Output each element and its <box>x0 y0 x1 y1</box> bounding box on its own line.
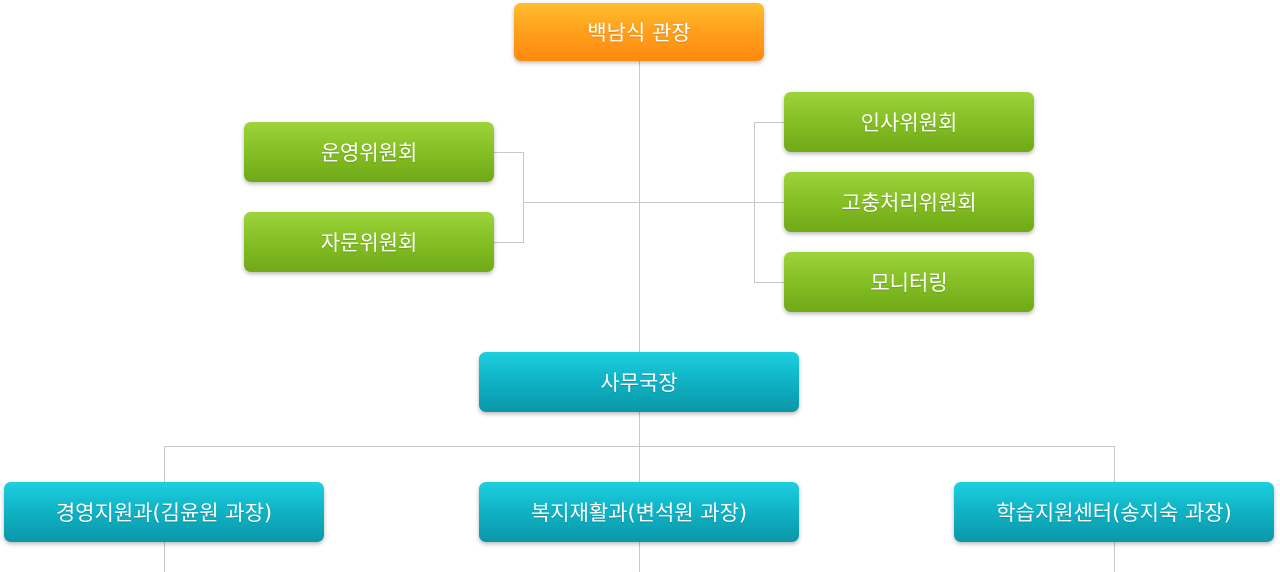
personnel-committee-box[interactable]: 인사위원회 <box>784 92 1034 152</box>
operations-committee-box[interactable]: 운영위원회 <box>244 122 494 182</box>
learning-support-center-box[interactable]: 학습지원센터(송지숙 과장) <box>954 482 1274 542</box>
grievance-committee-box[interactable]: 고충처리위원회 <box>784 172 1034 232</box>
welfare-rehab-dept-label: 복지재활과(변석원 과장) <box>530 501 748 525</box>
grievance-committee-label: 고충처리위원회 <box>841 191 977 215</box>
management-support-dept-box[interactable]: 경영지원과(김윤원 과장) <box>4 482 324 542</box>
management-support-dept-label: 경영지원과(김윤원 과장) <box>55 501 273 525</box>
secretary-general-label: 사무국장 <box>600 371 678 395</box>
advisory-committee-box[interactable]: 자문위원회 <box>244 212 494 272</box>
secretary-general-box[interactable]: 사무국장 <box>479 352 799 412</box>
welfare-rehab-dept-box[interactable]: 복지재활과(변석원 과장) <box>479 482 799 542</box>
director-box[interactable]: 백남식 관장 <box>514 3 764 61</box>
operations-committee-label: 운영위원회 <box>320 141 418 165</box>
director-label: 백남식 관장 <box>587 21 691 45</box>
department-bus-line <box>164 446 1115 482</box>
monitoring-label: 모니터링 <box>870 271 948 295</box>
left-bracket-line <box>494 152 524 243</box>
right-bracket-line <box>754 122 784 283</box>
advisory-committee-label: 자문위원회 <box>320 231 418 255</box>
personnel-committee-label: 인사위원회 <box>860 111 958 135</box>
learning-support-center-label: 학습지원센터(송지숙 과장) <box>996 501 1232 525</box>
monitoring-box[interactable]: 모니터링 <box>784 252 1034 312</box>
